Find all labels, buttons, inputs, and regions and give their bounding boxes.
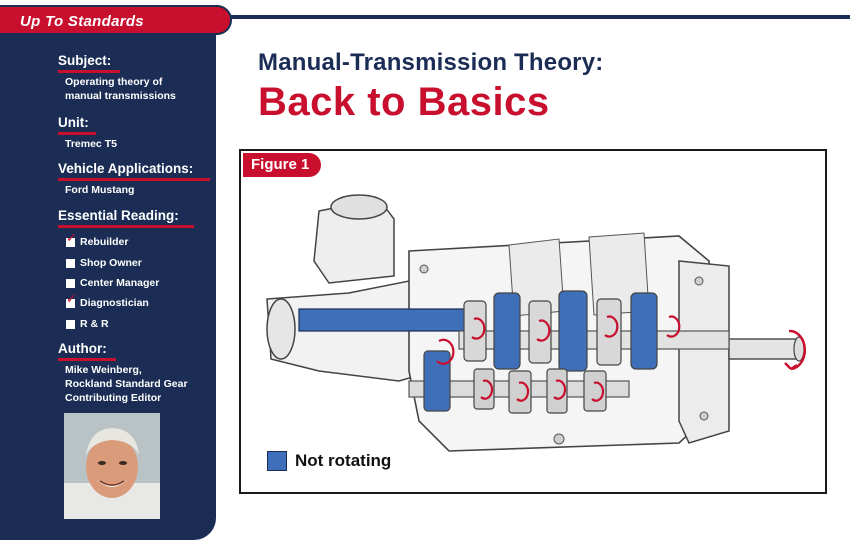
author-photo (64, 413, 160, 519)
checkbox-checked-icon: ✓ (66, 291, 77, 308)
vehicle-value: Ford Mustang (65, 184, 135, 196)
legend-label: Not rotating (295, 451, 392, 470)
reading-item-diagnostician: ✓ Diagnostician (66, 291, 149, 309)
author-line-2: Rockland Standard Gear (65, 378, 188, 390)
article-title-line-2: Back to Basics (258, 80, 550, 124)
transmission-cutaway-illustration (266, 194, 807, 452)
checkbox-checked-icon: ✓ (66, 230, 77, 247)
reading-heading: Essential Reading: (58, 208, 194, 228)
figure-tab: Figure 1 (243, 153, 322, 177)
figure-legend: Not rotating (267, 451, 391, 471)
reading-item-center-manager: Center Manager (66, 277, 159, 289)
author-line-1: Mike Weinberg, (65, 364, 142, 376)
subject-heading: Subject: (58, 53, 120, 73)
figure-1: Figure 1 (239, 149, 827, 494)
subject-line-1: Operating theory of (65, 76, 163, 88)
author-heading: Author: (58, 341, 116, 361)
checkbox-empty-icon (66, 319, 75, 329)
banner-label: Up To Standards (20, 13, 144, 30)
unit-heading: Unit: (58, 115, 96, 135)
article-title-line-1: Manual-Transmission Theory: (258, 49, 604, 76)
legend-swatch-blue (267, 451, 287, 471)
subject-line-2: manual transmissions (65, 90, 176, 102)
section-banner: Up To Standards (0, 5, 232, 35)
unit-value: Tremec T5 (65, 138, 117, 150)
top-rule (226, 15, 850, 19)
reading-item-r-and-r: R & R (66, 318, 109, 330)
checkbox-empty-icon (66, 258, 75, 268)
vehicle-heading: Vehicle Applications: (58, 161, 210, 181)
checkbox-empty-icon (66, 278, 75, 288)
reading-item-shop-owner: Shop Owner (66, 257, 142, 269)
reading-item-rebuilder: ✓ Rebuilder (66, 230, 129, 248)
author-line-3: Contributing Editor (65, 392, 162, 404)
